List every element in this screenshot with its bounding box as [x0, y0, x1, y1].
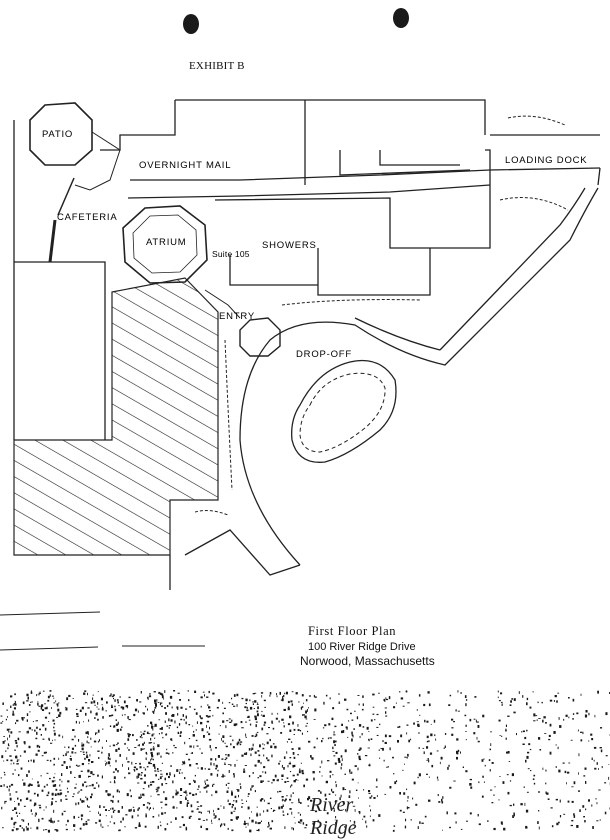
label-loading-dock: LOADING DOCK — [505, 155, 587, 166]
label-overnight-mail: OVERNIGHT MAIL — [139, 160, 231, 171]
hatched-area — [14, 278, 218, 555]
river-ridge-logo: River Ridge — [300, 790, 400, 830]
label-showers: SHOWERS — [262, 240, 317, 251]
label-patio: PATIO — [42, 129, 73, 140]
access-road — [170, 168, 600, 590]
building-outline — [14, 100, 600, 440]
label-suite: Suite 105 — [212, 249, 250, 259]
rule-lines — [0, 638, 230, 654]
label-atrium: ATRIUM — [146, 237, 187, 248]
plan-caption: First Floor Plan 100 River Ridge Drive N… — [300, 624, 435, 668]
drop-off-island — [292, 360, 396, 462]
caption-address-line2: Norwood, Massachusetts — [300, 654, 435, 668]
patio-shape — [30, 103, 120, 190]
label-cafeteria: CAFETERIA — [57, 212, 118, 223]
caption-address-line1: 100 River Ridge Drive — [308, 641, 435, 653]
floor-plan-drawing: PATIO OVERNIGHT MAIL LOADING DOCK CAFETE… — [0, 0, 610, 620]
logo-text: River Ridge — [310, 794, 400, 840]
caption-title: First Floor Plan — [308, 624, 435, 639]
label-drop-off: DROP-OFF — [296, 349, 352, 360]
label-entry: ENTRY — [219, 311, 255, 322]
